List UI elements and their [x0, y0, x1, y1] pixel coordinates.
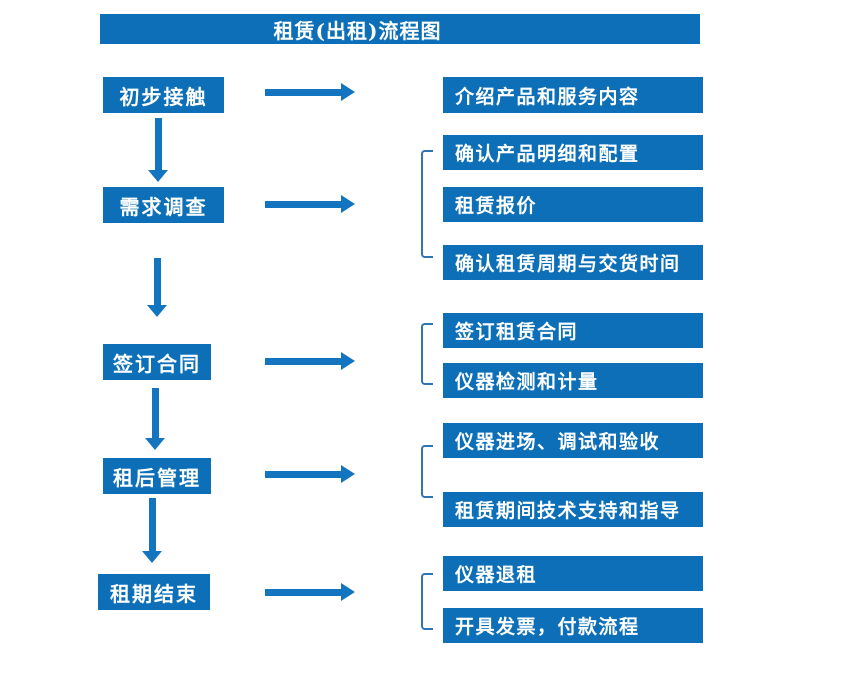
stage-box-sign-contract: 签订合同 — [103, 344, 211, 380]
bracket-group-rental-end — [421, 573, 433, 630]
detail-box-confirm-product-config: 确认产品明细和配置 — [443, 135, 703, 170]
detail-box-rental-quote: 租赁报价 — [443, 187, 703, 222]
arrow-down-icon-2 — [147, 258, 167, 317]
detail-box-introduce-products: 介绍产品和服务内容 — [443, 77, 703, 113]
stage-box-initial-contact: 初步接触 — [103, 77, 224, 113]
page-title: 租赁(出租)流程图 — [273, 18, 442, 43]
arrow-down-icon-1 — [148, 118, 168, 182]
arrow-down-icon-4 — [142, 498, 162, 563]
arrow-right-icon-5 — [265, 583, 355, 601]
stage-box-rental-end: 租期结束 — [98, 574, 210, 610]
bracket-group-sign-contract — [421, 323, 433, 385]
detail-box-invoice-payment: 开具发票，付款流程 — [443, 608, 703, 643]
detail-box-instrument-return: 仪器退租 — [443, 556, 703, 591]
arrow-right-icon-1 — [265, 83, 355, 101]
title-bar: 租赁(出租)流程图 — [100, 14, 700, 44]
arrow-right-icon-2 — [265, 195, 355, 213]
detail-box-instrument-setup-acceptance: 仪器进场、调试和验收 — [443, 423, 703, 458]
arrow-right-icon-3 — [265, 352, 355, 370]
stage-box-post-rental-management: 租后管理 — [103, 458, 211, 494]
arrow-right-icon-4 — [265, 465, 355, 483]
bracket-group-post-rental — [421, 445, 433, 498]
detail-box-instrument-inspection: 仪器检测和计量 — [443, 363, 703, 398]
arrow-down-icon-3 — [145, 388, 165, 450]
bracket-group-needs-survey — [421, 150, 433, 258]
detail-box-technical-support: 租赁期间技术支持和指导 — [443, 492, 703, 527]
detail-box-sign-rental-contract: 签订租赁合同 — [443, 313, 703, 348]
stage-box-needs-survey: 需求调查 — [103, 187, 224, 223]
detail-box-confirm-period-delivery: 确认租赁周期与交货时间 — [443, 245, 703, 280]
